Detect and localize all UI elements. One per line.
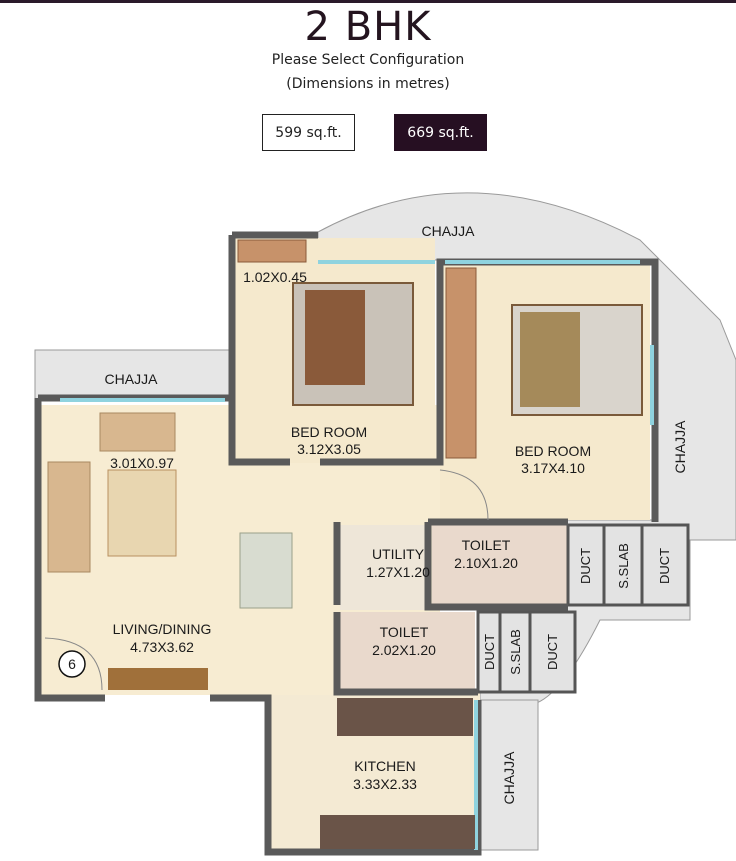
duct-box-2: [640, 523, 690, 607]
living-name: LIVING/DINING: [113, 621, 212, 637]
sofa-side: [47, 461, 91, 573]
wardrobe-1: [237, 239, 307, 263]
chajja-bottom-area: [477, 699, 539, 851]
kitchen-counter-bottom: [320, 815, 475, 849]
bedroom1-dims: 3.12X3.05: [297, 441, 361, 457]
bedroom1-name: BED ROOM: [291, 424, 367, 440]
bedroom2-dims: 3.17X4.10: [521, 460, 585, 476]
bed-1-headboard: [305, 290, 365, 385]
kitchen-name: KITCHEN: [354, 758, 415, 774]
toilet1-dims: 2.10X1.20: [454, 555, 518, 571]
sofa-dimension: 3.01X0.97: [110, 455, 174, 471]
bedroom2-name: BED ROOM: [515, 443, 591, 459]
tv-unit: [108, 668, 208, 690]
dimension-note: (Dimensions in metres): [286, 76, 450, 92]
utility-dims: 1.27X1.20: [366, 564, 430, 580]
sslab-box-2: [498, 610, 532, 694]
door-swing-bedroom2: [439, 469, 489, 521]
sofa-back: [99, 412, 176, 452]
page-title: 2 BHK: [304, 4, 432, 50]
config-669-button[interactable]: 669 sq.ft.: [394, 114, 487, 151]
sslab-label-2: S.SLAB: [508, 629, 523, 675]
bed-2-headboard: [520, 312, 580, 407]
toilet2-dims: 2.02X1.20: [372, 642, 436, 658]
top-bar: [0, 0, 736, 3]
wardrobe-dimension: 1.02X0.45: [243, 269, 307, 285]
chajja-left-label: CHAJJA: [105, 371, 159, 387]
chajja-bottom-label: CHAJJA: [501, 751, 517, 805]
living-dims: 4.73X3.62: [130, 639, 194, 655]
door-swing-main: [44, 637, 103, 691]
utility-floor: [340, 525, 428, 610]
windows: [60, 260, 654, 850]
duct-label-3: DUCT: [482, 634, 497, 670]
dining-table: [239, 532, 293, 609]
toilet1-name: TOILET: [462, 537, 511, 553]
floor-plan: CHAJJA CHAJJA CHAJJA CHAJJA 1.02X0.45 BE…: [34, 192, 736, 856]
chajja-top-label: CHAJJA: [422, 223, 476, 239]
duct-label-2: DUCT: [657, 548, 672, 584]
toilet2-name: TOILET: [380, 624, 429, 640]
page-subtitle: Please Select Configuration: [271, 52, 465, 68]
rug: [107, 469, 177, 557]
duct-label-4: DUCT: [545, 634, 560, 670]
toilet1-floor: [432, 525, 567, 605]
flat-number-circle: [58, 650, 86, 678]
chajja-right-label: CHAJJA: [672, 420, 688, 474]
sslab-box-1: [602, 523, 644, 607]
duct-label-1: DUCT: [578, 548, 593, 584]
wardrobe-2: [445, 267, 477, 459]
kitchen-counter: [337, 698, 473, 736]
config-599-button[interactable]: 599 sq.ft.: [262, 114, 355, 151]
toilet2-floor: [340, 612, 475, 692]
utility-name: UTILITY: [372, 546, 425, 562]
kitchen-dims: 3.33X2.33: [353, 776, 417, 792]
flat-number: 6: [68, 656, 76, 672]
sslab-label-1: S.SLAB: [616, 543, 631, 589]
duct-box-4: [528, 610, 577, 694]
